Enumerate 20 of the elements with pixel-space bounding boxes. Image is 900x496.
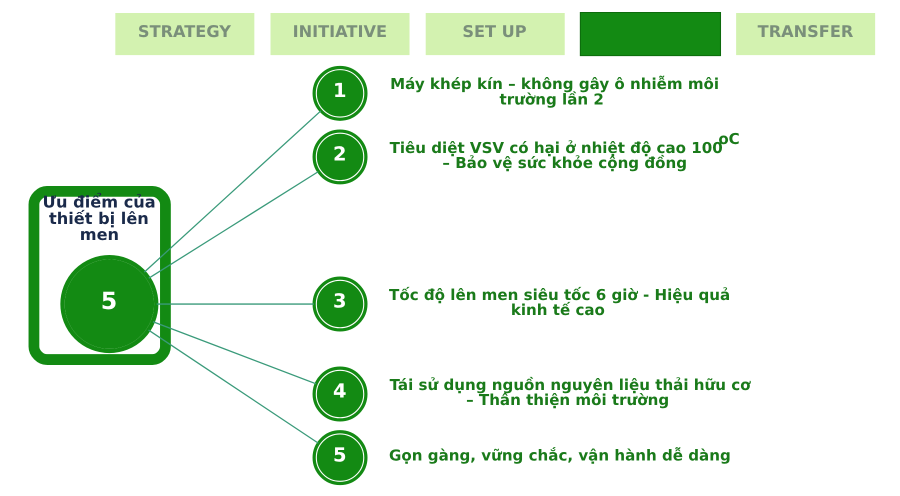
node-label: Máy khép kín – không gây ô nhiễm môi trường lần 2 bbox=[390, 75, 719, 108]
node-box: INITIATIVE bbox=[268, 12, 410, 56]
node-label: Tái sử dụng nguồn nguyên liệu thải hữu cơ – Thân thiện môi trường bbox=[389, 376, 750, 410]
node-box: TRANSFER bbox=[734, 12, 876, 56]
node-circle: 2 bbox=[312, 129, 368, 184]
node-circle: 5 bbox=[312, 430, 368, 486]
node-circle: 3 bbox=[312, 276, 368, 332]
connector bbox=[143, 110, 321, 273]
node-circle: 5 bbox=[60, 255, 158, 354]
node-label: Gọn gàng, vững chắc, vận hành dễ dàng bbox=[388, 446, 730, 465]
connector bbox=[148, 171, 318, 279]
node-label: Tốc độ lên men siêu tốc 6 giờ - Hiệu quả kinh tế cao bbox=[388, 286, 730, 320]
node-circle: 1 bbox=[312, 66, 368, 121]
node-circle: 4 bbox=[312, 366, 368, 422]
connector bbox=[148, 330, 318, 444]
node-box bbox=[579, 12, 721, 56]
node-box: STRATEGY bbox=[114, 12, 255, 56]
connector bbox=[152, 321, 316, 384]
connector bbox=[156, 303, 314, 305]
node-box: SET UP bbox=[424, 12, 566, 56]
